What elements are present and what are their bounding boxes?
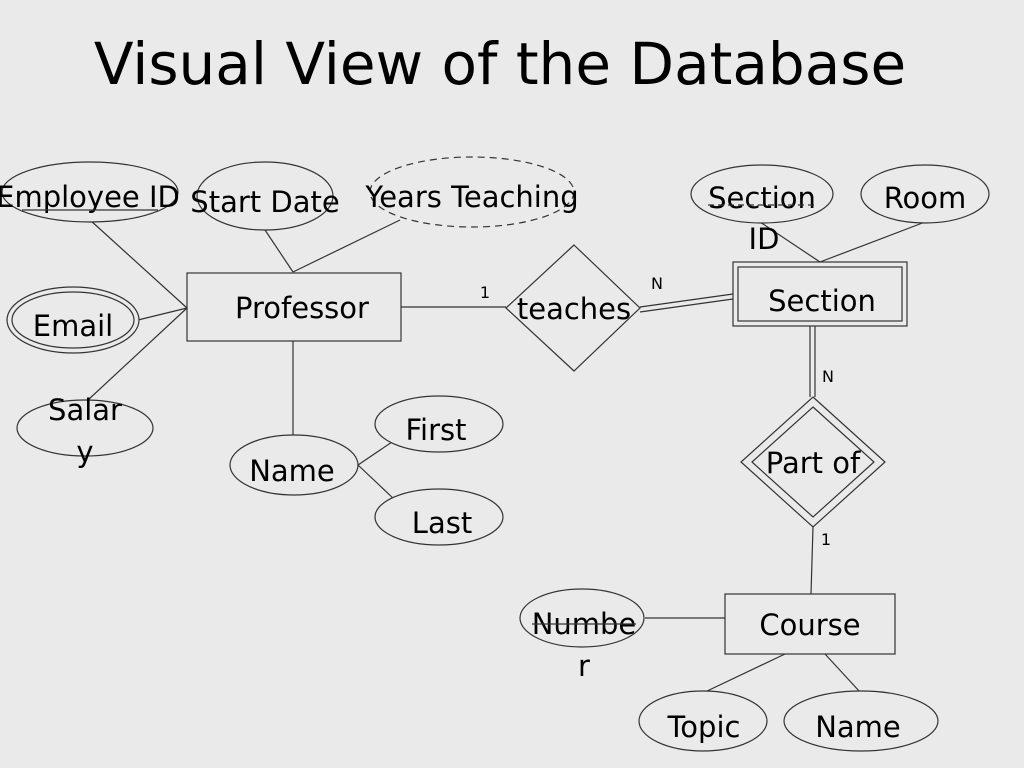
attribute-years-teaching: Years Teaching — [364, 156, 579, 228]
relationship-part-of-label: Part of — [766, 446, 861, 480]
slide-title: Visual View of the Database — [93, 30, 907, 98]
attribute-course-name-label: Name — [815, 710, 901, 744]
attribute-start-date: Start Date — [190, 161, 340, 231]
entity-section-label: Section — [768, 284, 876, 318]
line-salary — [87, 307, 188, 401]
entity-course: Course — [724, 593, 896, 655]
attribute-employee-id: Employee ID — [0, 161, 180, 223]
attribute-salary-label: Salar — [48, 393, 122, 427]
entity-professor-label: Professor — [235, 291, 369, 325]
attribute-first-label: First — [405, 413, 466, 447]
attribute-number-label-wrap: r — [578, 649, 590, 683]
line-start-date — [264, 229, 294, 273]
line-course-name — [824, 653, 861, 693]
attribute-email-label: Email — [33, 309, 113, 343]
relationship-teaches: teaches — [505, 244, 641, 372]
attribute-section-id-label: Section — [708, 181, 816, 215]
attribute-name: Name — [229, 434, 359, 496]
entity-section: Section — [732, 261, 908, 327]
cardinality-teaches-section: N — [651, 274, 663, 293]
attribute-course-name: Name — [783, 690, 939, 752]
cardinality-teaches-professor: 1 — [480, 283, 490, 302]
line-room — [819, 221, 926, 263]
line-topic — [704, 653, 786, 693]
attribute-topic-label: Topic — [667, 710, 741, 744]
attribute-employee-id-label: Employee ID — [0, 180, 180, 214]
line-email — [137, 307, 188, 321]
relationship-part-of: Part of — [740, 396, 886, 528]
attribute-section-id: Section ID — [690, 164, 834, 256]
line-teaches-section-b — [639, 298, 734, 313]
line-partof-course — [810, 526, 814, 595]
attribute-last-label: Last — [412, 506, 472, 540]
line-section-id — [759, 221, 821, 263]
attribute-number: Numbe r — [519, 588, 645, 683]
line-teaches-section-a — [639, 293, 734, 308]
attribute-salary-label-wrap: y — [76, 435, 93, 469]
line-years-teaching — [292, 219, 401, 273]
line-employee-id — [89, 219, 188, 309]
attribute-start-date-label: Start Date — [190, 185, 339, 219]
connectors — [87, 219, 926, 693]
relationship-teaches-label: teaches — [517, 292, 631, 326]
entity-course-label: Course — [759, 608, 860, 642]
line-first — [357, 439, 396, 466]
attribute-room-label: Room — [884, 181, 967, 215]
attribute-room: Room — [860, 164, 990, 224]
attribute-name-label: Name — [249, 454, 335, 488]
line-last — [357, 464, 396, 501]
entity-professor: Professor — [186, 272, 402, 342]
attribute-salary: Salar y — [16, 393, 154, 469]
attribute-first: First — [374, 395, 504, 453]
attribute-section-id-label-wrap: ID — [749, 222, 780, 256]
attribute-topic: Topic — [638, 690, 768, 752]
cardinality-partof-course: 1 — [821, 530, 831, 549]
attribute-years-teaching-label: Years Teaching — [364, 180, 578, 214]
attribute-email: Email — [6, 286, 140, 354]
cardinality-partof-section: N — [822, 367, 834, 386]
attribute-last: Last — [374, 488, 504, 546]
